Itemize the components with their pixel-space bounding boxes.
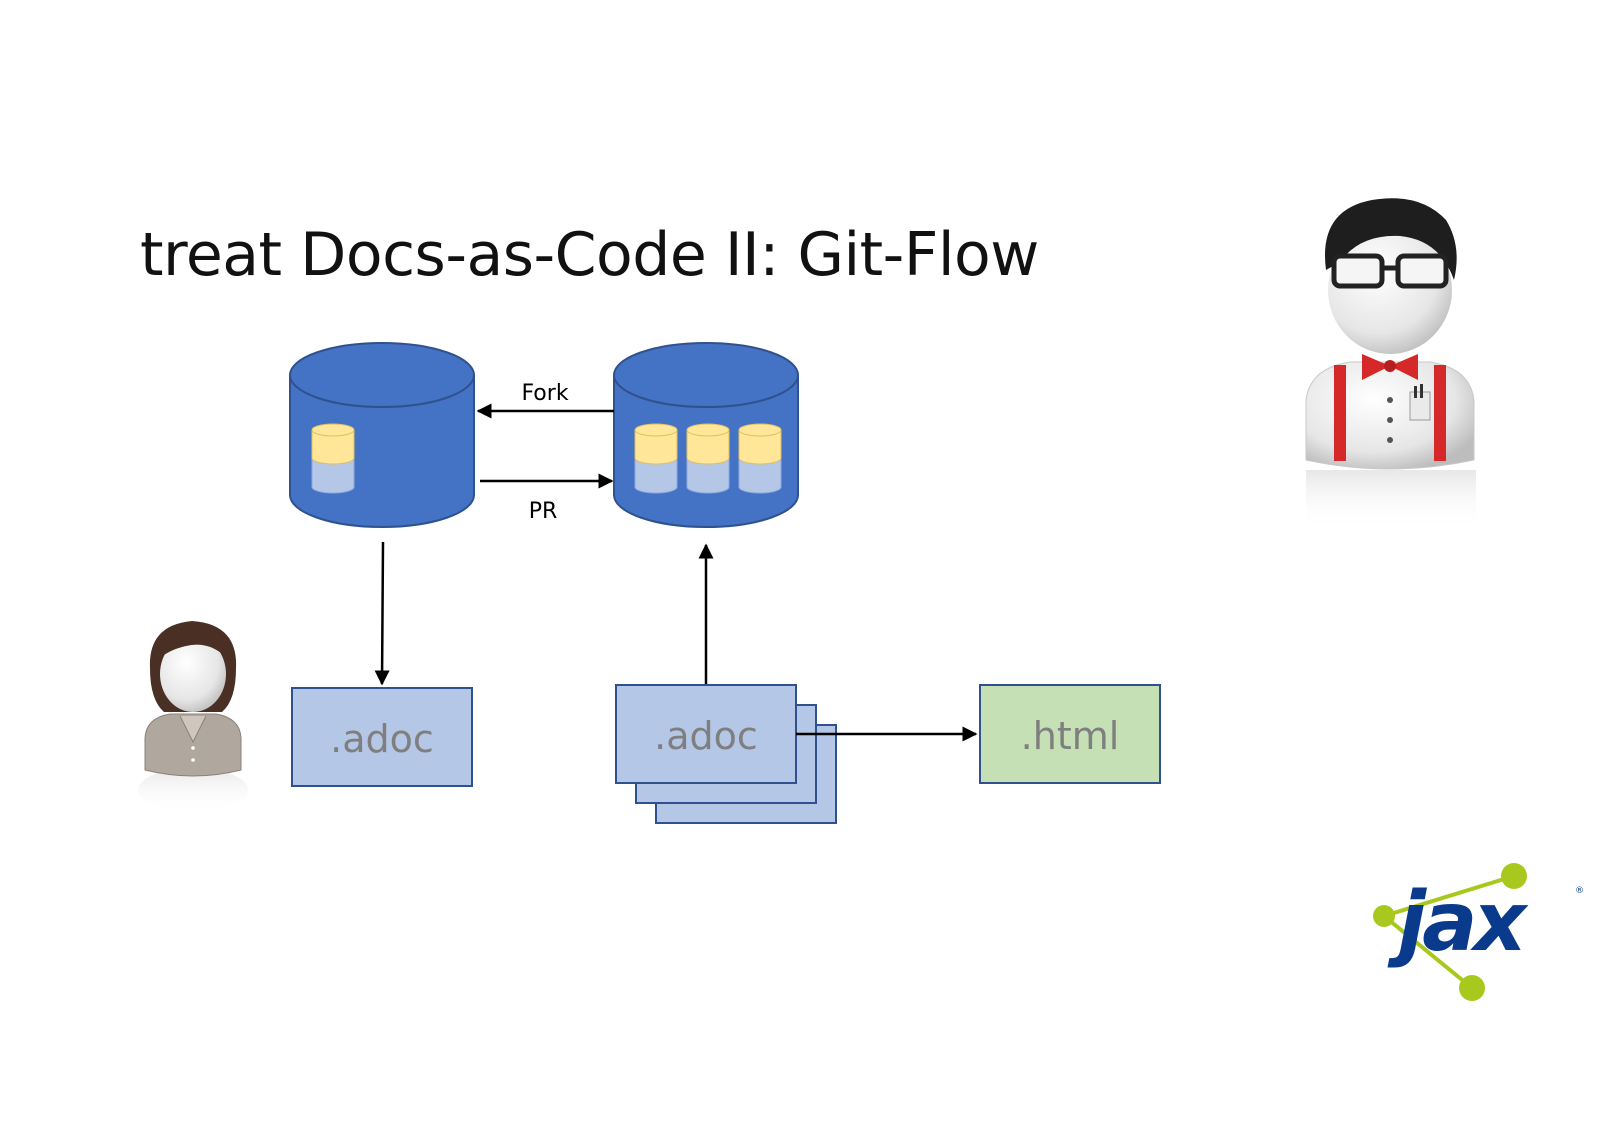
slide-title: treat Docs-as-Code II: Git-Flow (140, 220, 1039, 290)
repository-file-icon (686, 423, 730, 494)
jax-logo-text: jax (1387, 875, 1529, 970)
html-output-document: .html (979, 684, 1161, 784)
repository-file-icon (311, 423, 355, 494)
local-adoc-document: .adoc (291, 687, 473, 787)
fork-repository-cylinder (289, 342, 475, 528)
local-adoc-label: .adoc (330, 717, 434, 761)
repository-file-icon (634, 423, 678, 494)
stack-adoc-label: .adoc (654, 714, 758, 758)
registered-mark: ® (1575, 886, 1584, 896)
author-person-icon (138, 621, 248, 812)
repository-file-icon (738, 423, 782, 494)
fork-label: Fork (521, 381, 568, 406)
html-output-label: .html (1021, 714, 1120, 758)
upstream-repository-cylinder (613, 342, 799, 528)
adoc-document-stack: .adoc (615, 684, 837, 824)
jax-logo: jax ® (1373, 863, 1584, 1001)
nerd-reviewer-icon (1305, 198, 1476, 530)
pr-label: PR (529, 499, 558, 524)
clone-arrow (374, 541, 390, 686)
